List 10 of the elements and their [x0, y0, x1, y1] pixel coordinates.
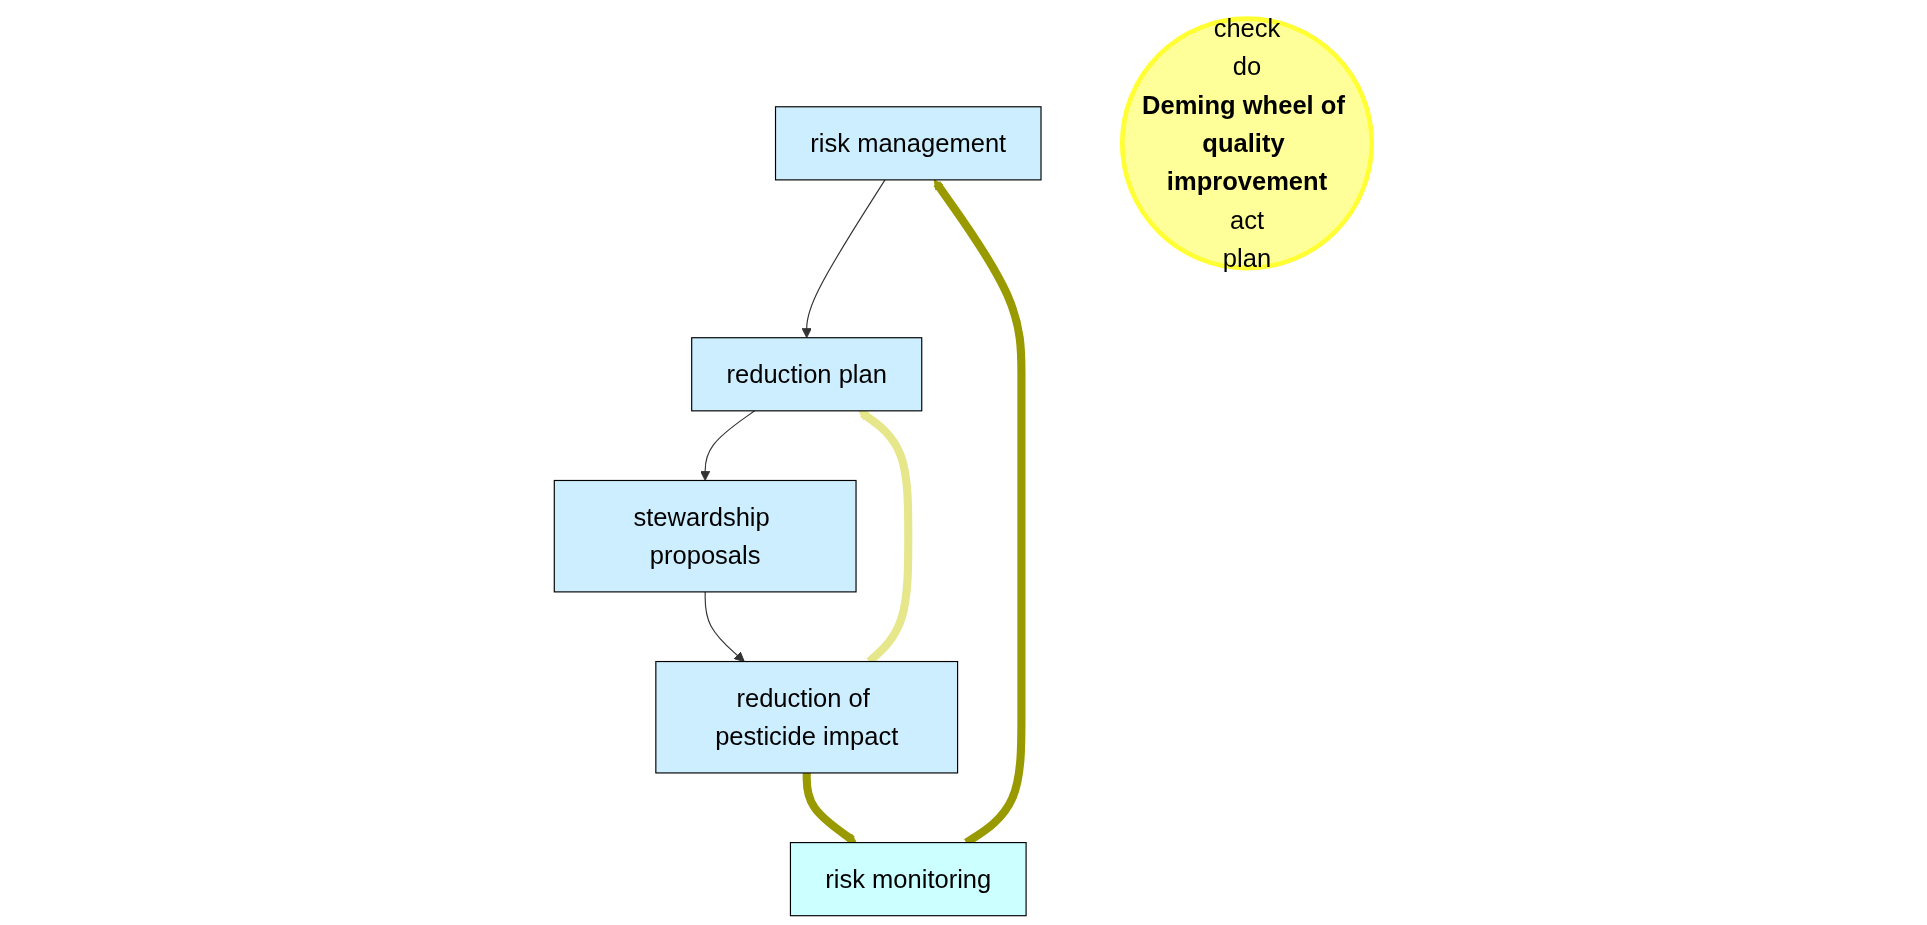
arrow [802, 179, 887, 339]
node-box: reduction plan [691, 337, 923, 412]
node-circle: check do Deming wheel of quality improvement act plan [1120, 16, 1375, 271]
arrow [705, 591, 746, 662]
node-box: reduction of pesticide impact [655, 660, 959, 774]
node-box: risk management [775, 106, 1043, 181]
node-box: stewardship proposals [554, 479, 858, 593]
node-box: risk monitoring [790, 842, 1028, 917]
arrow [700, 410, 756, 481]
arrow [803, 772, 858, 844]
